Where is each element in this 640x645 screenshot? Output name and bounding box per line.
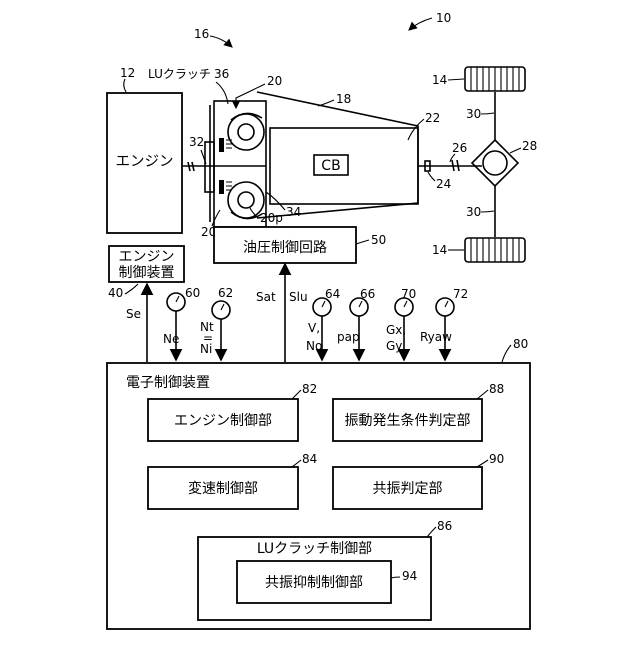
output-break-2 [457, 160, 459, 171]
torque-converter [214, 101, 266, 227]
signal-gx: Gx, [386, 323, 406, 337]
sensor-70-needle [404, 301, 407, 307]
engine-control-device-label-2: 制御装置 [119, 265, 175, 281]
ref-18: 18 [336, 92, 351, 106]
leader-14a [448, 79, 464, 80]
ref-12: 12 [120, 66, 135, 80]
resonance-suppression-part-label: 共振抑制制御部 [265, 575, 363, 591]
ref-32: 32 [189, 135, 204, 149]
pump-upper [228, 114, 264, 150]
ref-22: 22 [425, 111, 440, 125]
signal-slu: Slu [289, 290, 308, 304]
shaft-break-2 [192, 162, 194, 171]
wheel-upper-tread [471, 67, 519, 91]
pump-lower-hub [238, 192, 254, 208]
leader-24 [428, 172, 435, 181]
lu-plate-1 [219, 138, 224, 152]
sensor-72-needle [445, 301, 448, 307]
electronic-control-unit-label: 電子制御装置 [126, 375, 210, 391]
ref-80: 80 [513, 337, 528, 351]
signal-ni: Ni [200, 342, 212, 356]
engine-control-part-label: エンジン制御部 [174, 413, 272, 429]
leader-34 [266, 192, 285, 210]
leader-12 [124, 79, 126, 92]
ref-88: 88 [489, 382, 504, 396]
leader-28 [510, 148, 521, 153]
wheel-lower-tread [471, 238, 519, 262]
ref-66: 66 [360, 287, 375, 301]
vibration-condition-part-label: 振動発生条件判定部 [345, 412, 471, 429]
ref-30a: 30 [466, 107, 481, 121]
lu-clutch-control-part-label: LUクラッチ制御部 [257, 541, 372, 557]
ref-50: 50 [371, 233, 386, 247]
ref-30b: 30 [466, 205, 481, 219]
sensor-62-needle [221, 304, 224, 310]
leader-30a [481, 113, 494, 114]
differential [472, 140, 518, 186]
signal-pap: pap [337, 330, 360, 344]
ref-90: 90 [489, 452, 504, 466]
signal-ryaw: Ryaw [420, 330, 452, 344]
ref-20p: 20p [260, 211, 283, 225]
ref-34: 34 [286, 205, 301, 219]
pump-upper-hub [238, 124, 254, 140]
ref-70: 70 [401, 287, 416, 301]
cb-label: CB [321, 158, 340, 174]
shift-control-part-label: 変速制御部 [188, 480, 258, 497]
leader-22 [408, 119, 424, 140]
ref-40: 40 [108, 286, 123, 300]
signal-se: Se [126, 307, 141, 321]
leader-50 [356, 240, 369, 244]
hydraulic-circuit-label: 油圧制御回路 [243, 240, 327, 256]
ref-28: 28 [522, 139, 537, 153]
sensor-66-needle [359, 301, 362, 307]
output-break-1 [452, 160, 454, 171]
ref-94: 94 [402, 569, 417, 583]
leader-40 [125, 284, 138, 294]
ref-16: 16 [194, 27, 209, 41]
ref-14b: 14 [432, 243, 447, 257]
leader-80 [502, 345, 511, 362]
pump-lower [228, 182, 264, 218]
ref-64: 64 [325, 287, 340, 301]
signal-ne: Ne [163, 332, 179, 346]
leader-18 [318, 100, 334, 106]
sensor-64-needle [322, 301, 325, 307]
lu-clutch-label: LUクラッチ [148, 67, 211, 81]
leader-16 [210, 36, 232, 47]
ref-36: 36 [214, 67, 229, 81]
ref-60: 60 [185, 286, 200, 300]
leader-10 [409, 18, 432, 30]
lu-plate-2 [219, 180, 224, 194]
ref-84: 84 [302, 452, 317, 466]
cb-unit-box [270, 128, 418, 204]
ref-72: 72 [453, 287, 468, 301]
signal-gy: Gy [386, 339, 402, 353]
leader-30b [481, 211, 494, 212]
ref-20: 20 [267, 74, 282, 88]
signal-no: No [306, 339, 322, 353]
ref-82: 82 [302, 382, 317, 396]
shaft-break-1 [188, 162, 190, 171]
ref-62: 62 [218, 286, 233, 300]
engine-label: エンジン [116, 154, 174, 170]
signal-v: V, [308, 321, 320, 335]
engine-control-device-label-1: エンジン [119, 249, 175, 265]
ref-26: 26 [452, 141, 467, 155]
leader-20t [212, 210, 220, 226]
differential-case [483, 151, 507, 175]
ref-10: 10 [436, 11, 451, 25]
sensor-60-needle [176, 296, 179, 302]
ref-24: 24 [436, 177, 451, 191]
ref-86: 86 [437, 519, 452, 533]
ref-14a: 14 [432, 73, 447, 87]
resonance-judgment-part-label: 共振判定部 [373, 481, 443, 497]
signal-sat: Sat [256, 290, 276, 304]
leader-20 [236, 84, 265, 108]
